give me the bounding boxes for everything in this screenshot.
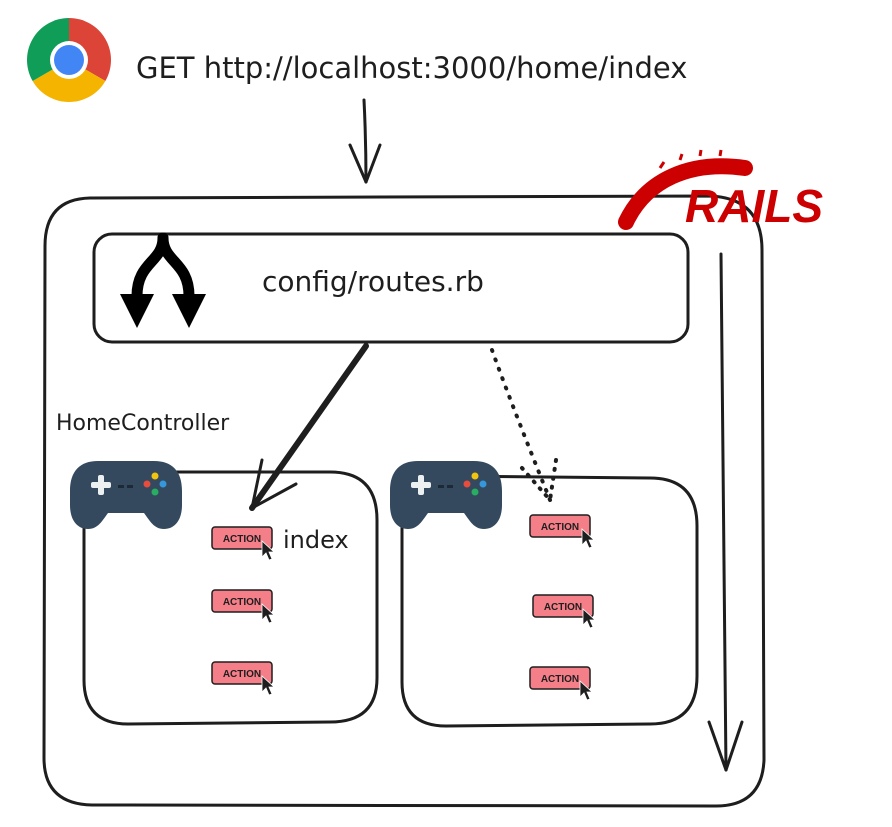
action-button-label: ACTION [223,534,261,545]
action-button[interactable]: ACTION [529,514,595,549]
index-action-label: index [283,526,349,554]
routes-label: config/routes.rb [262,265,484,298]
action-button-label: ACTION [541,522,579,533]
request-arrow [348,98,382,184]
action-button-label: ACTION [223,669,261,680]
routing-split-icon [120,232,206,328]
action-button[interactable]: ACTION [211,589,275,624]
route-possible-arrow [490,348,558,502]
request-url: GET http://localhost:3000/home/index [136,51,687,85]
action-button-label: ACTION [223,597,261,608]
action-button[interactable]: ACTION [532,594,596,629]
flow-down-arrow [707,252,744,772]
action-button[interactable]: ACTION [211,661,275,696]
route-match-arrow [249,343,369,511]
chrome-icon [27,18,111,102]
routes-box [92,232,690,344]
rails-app-frame [42,194,766,808]
action-button[interactable]: ACTION [529,666,593,701]
gamepad-icon [390,461,502,529]
rails-logo-text: RAILS [685,180,823,232]
action-button-label: ACTION [544,602,582,613]
action-button-label: ACTION [541,674,579,685]
rails-logo: RAILS [618,149,823,232]
action-button[interactable]: ACTION [211,526,275,561]
controller-label: HomeController [56,411,230,436]
gamepad-icon [70,461,182,529]
